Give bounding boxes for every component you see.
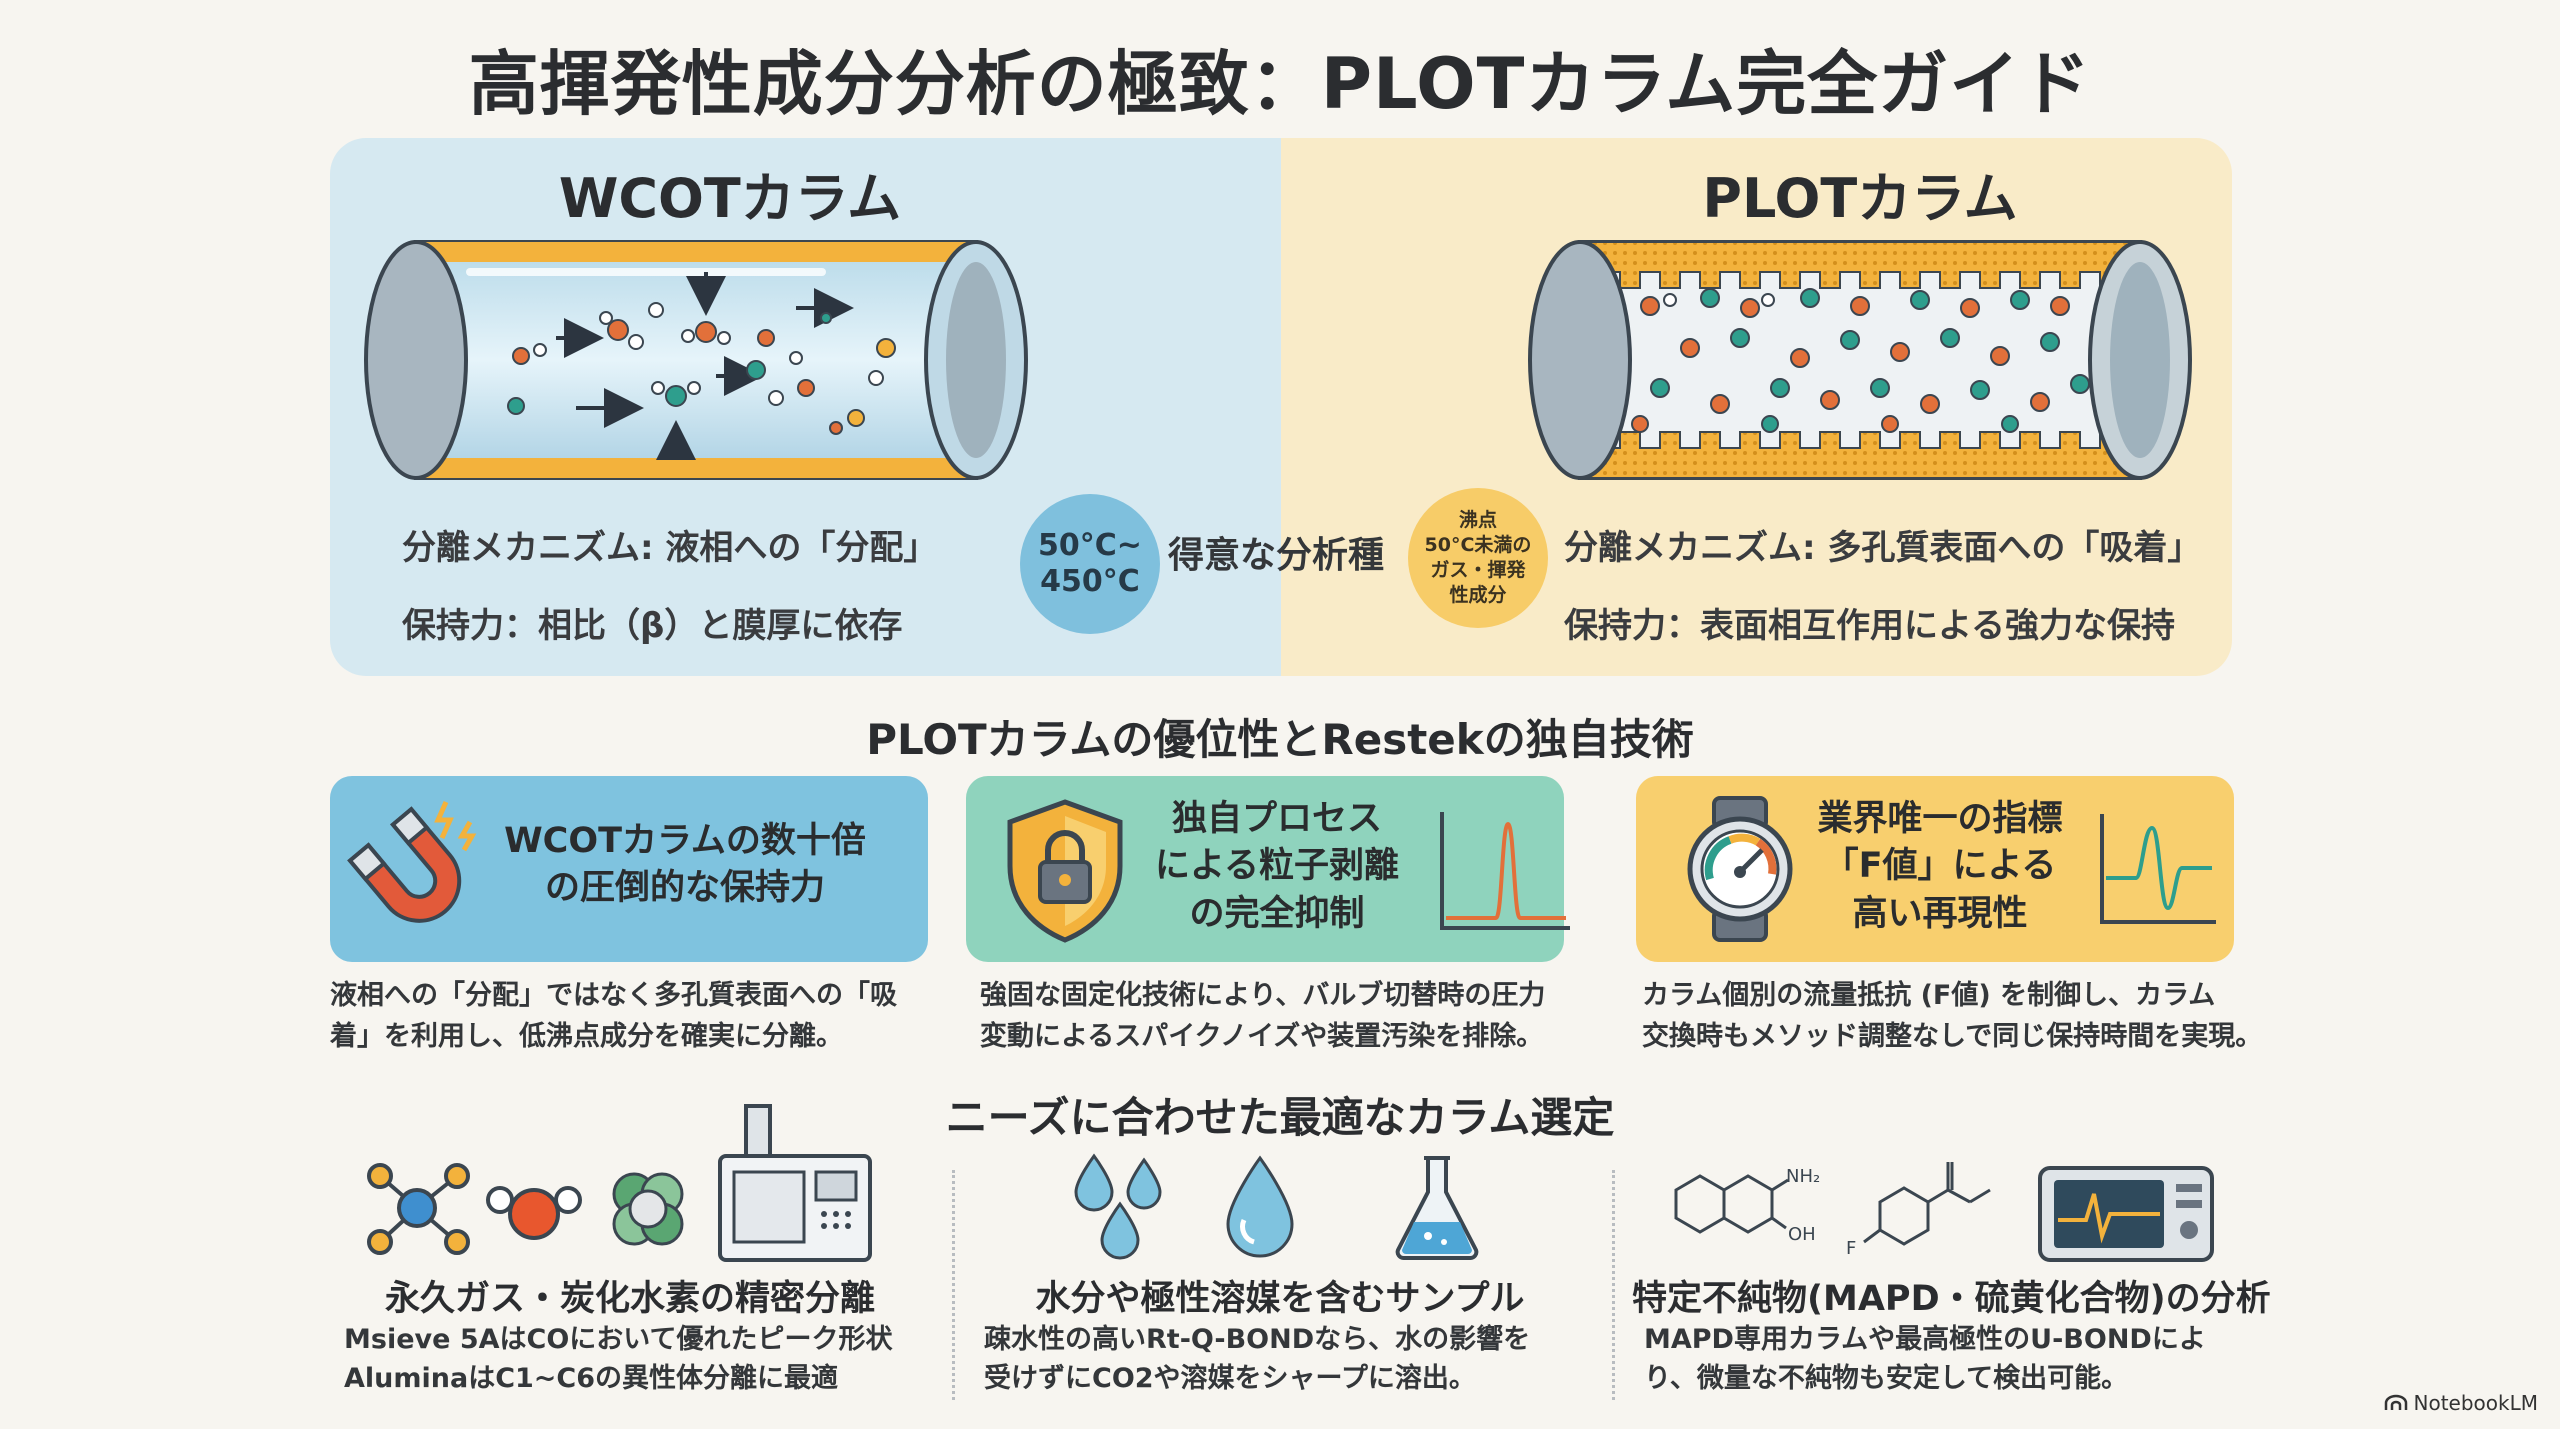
divider-2 [1612,1170,1615,1400]
water-drops-icon [1074,1153,1162,1260]
oxygen-molecule-icon [486,1186,582,1240]
advantage-2-line-2: による粒子剥離 [1155,846,1399,887]
selection-1-desc: Msieve 5AはCOにおいて優れたピーク形状 AluminaはC1~C6の異… [344,1320,892,1398]
advantage-3-desc: カラム個別の流量抵抗 (F値) を制御し、カラム 交換時もメソッド調整なしで同じ… [1642,976,2262,1057]
f-label: F [1846,1238,1856,1259]
selection-3-desc: MAPD専用カラムや最高極性のU-BONDによ り、微量な不純物も安定して検出可… [1644,1320,2206,1398]
wcot-column-illustration [364,240,1028,480]
advantage-2-desc: 強固な固定化技術により、バルブ切替時の圧力 変動によるスパイクノイズや装置汚染を… [980,976,1545,1057]
peak-chart-icon [1440,812,1570,930]
footer-brand-label: NotebookLM [2413,1391,2539,1415]
wcot-title: WCOTカラム [558,167,902,230]
selection-2-desc-2: 受けずにCO2や溶媒をシャープに溶出。 [984,1363,1476,1395]
temp-line-2: 450°C [1040,564,1140,599]
selection-3-desc-1: MAPD専用カラムや最高極性のU-BONDによ [1644,1324,2206,1355]
hydrocarbon-cluster-icon [612,1172,684,1246]
plot-column-illustration [1528,240,2192,480]
advantage-2-line-3: の完全抑制 [1189,893,1365,934]
boiling-point-badge: 沸点 50°C未満の ガス・揮発 性成分 [1408,488,1548,628]
plot-retention: 保持力：表面相互作用による強力な保持 [1564,606,2175,646]
notebooklm-icon [2384,1394,2407,1410]
gc-instrument-icon [718,1104,872,1262]
bp-line-1: 沸点 [1458,508,1497,531]
advantage-1-text: WCOTカラムの数十倍 の圧倒的な保持力 [480,818,890,913]
selection-1-title: 永久ガス・炭化水素の精密分離 [384,1279,875,1319]
bp-line-2: 50°C未満の [1424,533,1532,556]
wcot-retention: 保持力：相比（β）と膜厚に依存 [402,606,903,646]
selection-3-title: 特定不純物(MAPD・硫黄化合物)の分析 [1632,1279,2271,1319]
wcot-mechanism: 分離メカニズム: 液相への「分配」 [402,528,938,568]
divider-1 [952,1170,955,1400]
quinoline-structure-icon: NH₂ OH [1674,1166,1820,1245]
selection-1-desc-2: AluminaはC1~C6の異性体分離に最適 [344,1363,839,1395]
advantage-2-desc-1: 強固な固定化技術により、バルブ切替時の圧力 [980,980,1546,1011]
fluoro-ester-structure-icon: F [1846,1162,1991,1259]
advantage-1-desc: 液相への「分配」ではなく多孔質表面への「吸 着」を利用し、低沸点成分を確実に分離… [330,976,897,1057]
watch-gauge-icon [1687,796,1793,942]
advantage-2-text: 独自プロセス による粒子剥離 の完全抑制 [1132,796,1422,938]
advantage-3-line-2: 「F値」による [1823,846,2057,887]
wave-chart-icon [2100,814,2216,924]
oh-label: OH [1788,1224,1816,1245]
selection-2-desc-1: 疎水性の高いRt-Q-BONDなら、水の影響を [984,1324,1531,1355]
advantage-1-desc-1: 液相への「分配」ではなく多孔質表面への「吸 [330,980,897,1011]
page-title: 高揮発性成分分析の極致：PLOTカラム完全ガイド [468,43,2092,125]
magnet-icon [347,800,477,923]
advantage-2-desc-2: 変動によるスパイクノイズや装置汚染を排除。 [980,1020,1544,1052]
plot-mechanism: 分離メカニズム: 多孔質表面への「吸着」 [1564,528,2202,568]
bp-line-3: ガス・揮発 [1430,559,1526,581]
shield-lock-icon [1007,799,1123,943]
advantage-3-line-3: 高い再現性 [1852,893,2028,934]
analyte-label: 得意な分析種 [1168,535,1385,576]
nh2-label: NH₂ [1786,1166,1820,1187]
selection-title: ニーズに合わせた最適なカラム選定 [945,1093,1615,1142]
advantage-1-line-2: の圧倒的な保持力 [544,868,825,909]
selection-3-desc-2: り、微量な不純物も安定して検出可能。 [1644,1363,2129,1395]
temperature-range-badge: 50°C~450°C [1020,494,1160,634]
advantages-title: PLOTカラムの優位性とRestekの独自技術 [866,715,1694,764]
temp-line-1: 50°C~ [1038,528,1142,563]
selection-1-desc-1: Msieve 5AはCOにおいて優れたピーク形状 [344,1324,893,1355]
advantage-2-line-1: 独自プロセス [1171,799,1382,839]
plot-title: PLOTカラム [1702,167,2018,230]
flask-icon [1395,1156,1479,1260]
advantage-3-desc-1: カラム個別の流量抵抗 (F値) を制御し、カラム [1642,980,2216,1011]
monitor-icon [2038,1166,2214,1262]
advantage-3-desc-2: 交換時もメソッド調整なしで同じ保持時間を実現。 [1642,1020,2263,1052]
advantage-1-line-1: WCOTカラムの数十倍 [504,821,866,861]
advantage-3-text: 業界唯一の指標 「F値」による 高い再現性 [1790,796,2090,938]
selection-2-title: 水分や極性溶媒を含むサンプル [1035,1279,1525,1319]
bp-line-4: 性成分 [1449,584,1507,607]
advantage-3-line-1: 業界唯一の指標 [1817,799,2063,839]
water-drop-icon [1226,1155,1294,1258]
selection-2-desc: 疎水性の高いRt-Q-BONDなら、水の影響を 受けずにCO2や溶媒をシャープに… [984,1320,1530,1398]
molecule-icon [367,1163,470,1255]
advantage-1-desc-2: 着」を利用し、低沸点成分を確実に分離。 [330,1020,843,1052]
footer-brand: NotebookLM [2384,1391,2539,1415]
